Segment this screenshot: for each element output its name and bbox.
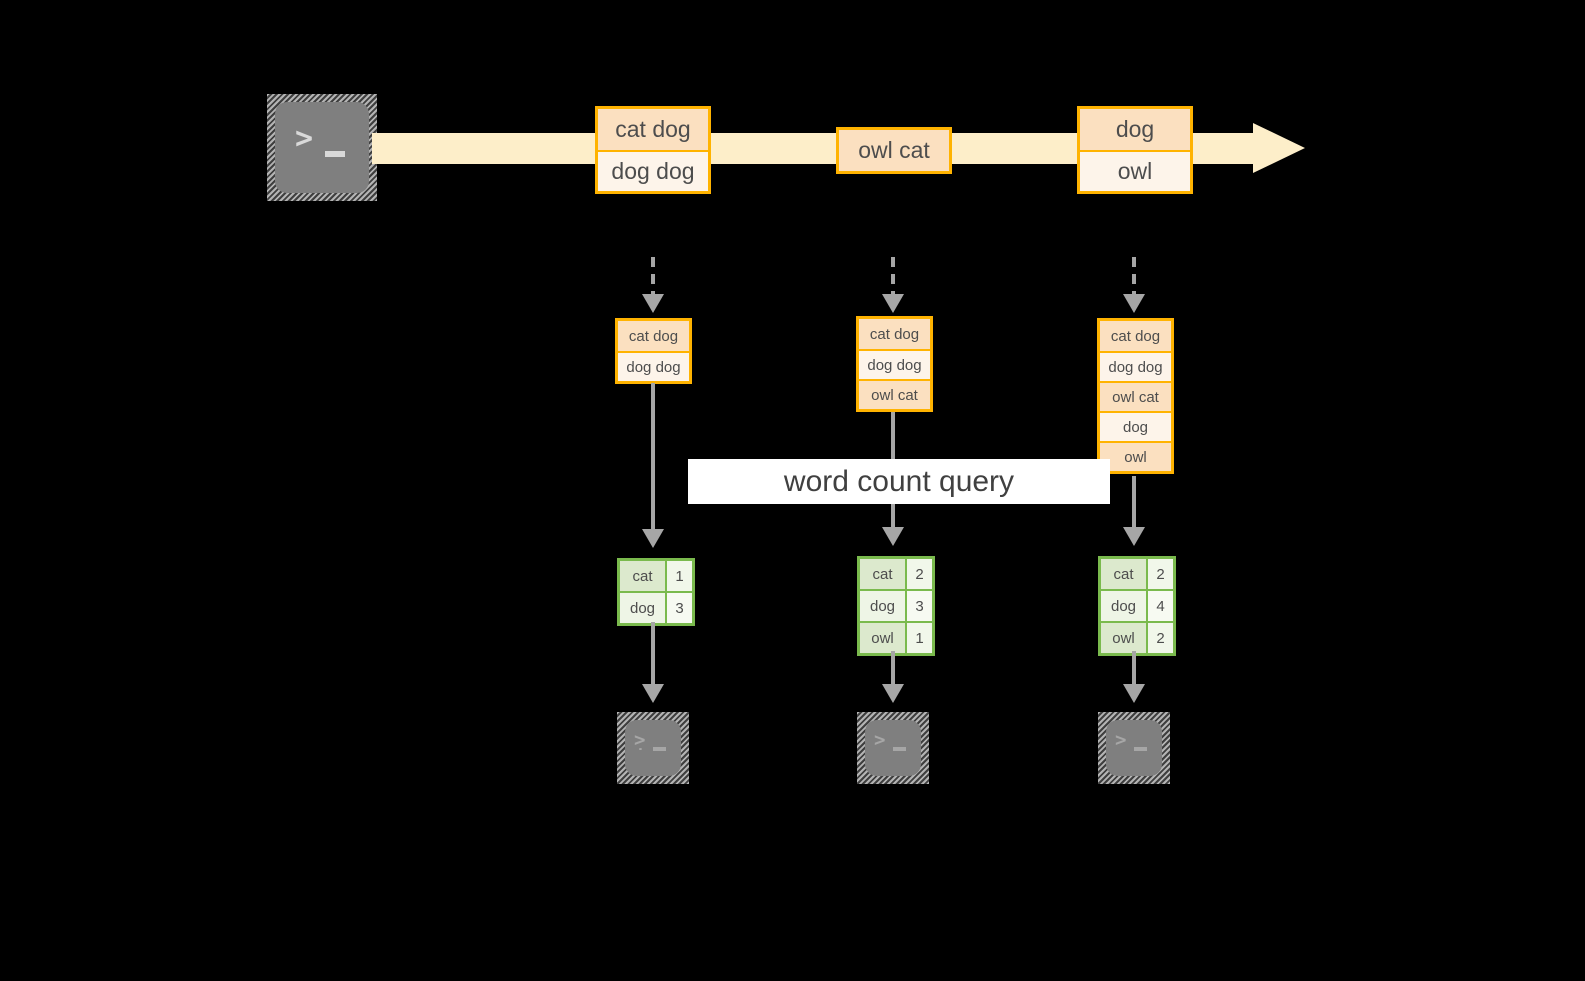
message-line: owl cat	[839, 130, 949, 171]
table-row: owl	[1100, 441, 1171, 471]
table-row: dog	[1100, 411, 1171, 441]
trigger-2-input-arrow-line	[891, 257, 895, 294]
table-row: cat dog	[618, 321, 689, 351]
trigger-1-result-table[interactable]: cat 1 dog 3	[617, 558, 695, 626]
trigger-2-query-arrow-head-icon	[882, 527, 904, 546]
result-count: 2	[905, 559, 932, 589]
trigger-3-input-arrow-line	[1132, 257, 1136, 294]
terminal-screen: terminal-icon >	[625, 720, 681, 776]
terminal-screen: >	[1106, 720, 1162, 776]
trigger-1-input-arrow-line	[651, 257, 655, 294]
terminal-cursor-icon	[893, 747, 906, 751]
trigger-1-sink-terminal-icon: terminal-icon >	[617, 712, 689, 784]
message-line: dog dog	[598, 150, 708, 191]
result-count: 2	[1146, 559, 1173, 589]
terminal-prompt-glyph: terminal-icon	[635, 732, 649, 751]
table-row: cat dog	[859, 319, 930, 349]
message-line: cat dog	[598, 109, 708, 150]
trigger-3-sink-arrow-head-icon	[1123, 684, 1145, 703]
terminal-cursor-icon	[325, 151, 345, 157]
result-word: owl	[1101, 623, 1146, 653]
table-row: dog dog	[618, 351, 689, 381]
terminal-prompt-glyph: >	[295, 121, 314, 156]
table-row: owl cat	[1100, 381, 1171, 411]
stream-arrow-head-icon	[1253, 123, 1305, 173]
terminal-prompt-mark: >	[1115, 729, 1127, 751]
trigger-3-result-table[interactable]: cat 2 dog 4 owl 2	[1098, 556, 1176, 656]
terminal-cursor-icon	[1134, 747, 1147, 751]
table-row: dog 4	[1101, 589, 1173, 621]
terminal-cursor-icon	[653, 747, 666, 751]
trigger-1-sink-arrow-head-icon	[642, 684, 664, 703]
table-row: dog dog	[859, 349, 930, 379]
trigger-1-sink-arrow-line	[651, 622, 655, 684]
trigger-3-input-arrow-head-icon	[1123, 294, 1145, 313]
result-word: owl	[860, 623, 905, 653]
trigger-1-unbounded-table[interactable]: cat dog dog dog	[615, 318, 692, 384]
result-count: 4	[1146, 591, 1173, 621]
result-word: dog	[1101, 591, 1146, 621]
trigger-2-sink-arrow-head-icon	[882, 684, 904, 703]
trigger-3-query-arrow-head-icon	[1123, 527, 1145, 546]
table-row: owl 2	[1101, 621, 1173, 653]
table-row: dog 3	[860, 589, 932, 621]
table-row: owl cat	[859, 379, 930, 409]
table-row: cat 1	[620, 561, 692, 591]
source-terminal-icon: >	[267, 94, 377, 201]
trigger-2-input-arrow-head-icon	[882, 294, 904, 313]
trigger-2-unbounded-table[interactable]: cat dog dog dog owl cat	[856, 316, 933, 412]
terminal-screen: >	[275, 102, 369, 193]
trigger-1-input-arrow-head-icon	[642, 294, 664, 313]
terminal-screen: >	[865, 720, 921, 776]
message-line: owl	[1080, 150, 1190, 191]
trigger-1-query-arrow-line	[651, 383, 655, 529]
trigger-3-unbounded-table[interactable]: cat dog dog dog owl cat dog owl	[1097, 318, 1174, 474]
result-word: dog	[620, 593, 665, 623]
stream-message-batch-3[interactable]: dog owl	[1077, 106, 1193, 194]
result-count: 1	[905, 623, 932, 653]
result-count: 2	[1146, 623, 1173, 653]
table-row: owl 1	[860, 621, 932, 653]
stream-message-batch-1[interactable]: cat dog dog dog	[595, 106, 711, 194]
terminal-prompt-mark: >	[634, 729, 646, 751]
result-count: 3	[905, 591, 932, 621]
trigger-3-sink-terminal-icon: >	[1098, 712, 1170, 784]
terminal-prompt-mark: >	[874, 729, 886, 751]
trigger-1-query-arrow-head-icon	[642, 529, 664, 548]
stream-message-batch-2[interactable]: owl cat	[836, 127, 952, 174]
trigger-2-sink-terminal-icon: >	[857, 712, 929, 784]
trigger-3-query-arrow-line	[1132, 476, 1136, 527]
trigger-2-result-table[interactable]: cat 2 dog 3 owl 1	[857, 556, 935, 656]
message-line: dog	[1080, 109, 1190, 150]
result-word: cat	[860, 559, 905, 589]
result-count: 3	[665, 593, 692, 623]
result-word: cat	[1101, 559, 1146, 589]
result-count: 1	[665, 561, 692, 591]
table-row: dog 3	[620, 591, 692, 623]
word-count-query-banner: word count query	[688, 459, 1110, 504]
word-count-query-label: word count query	[783, 464, 1015, 498]
result-word: dog	[860, 591, 905, 621]
table-row: cat 2	[1101, 559, 1173, 589]
table-row: cat 2	[860, 559, 932, 589]
table-row: dog dog	[1100, 351, 1171, 381]
trigger-3-sink-arrow-line	[1132, 651, 1136, 684]
trigger-2-sink-arrow-line	[891, 651, 895, 684]
result-word: cat	[620, 561, 665, 591]
table-row: cat dog	[1100, 321, 1171, 351]
